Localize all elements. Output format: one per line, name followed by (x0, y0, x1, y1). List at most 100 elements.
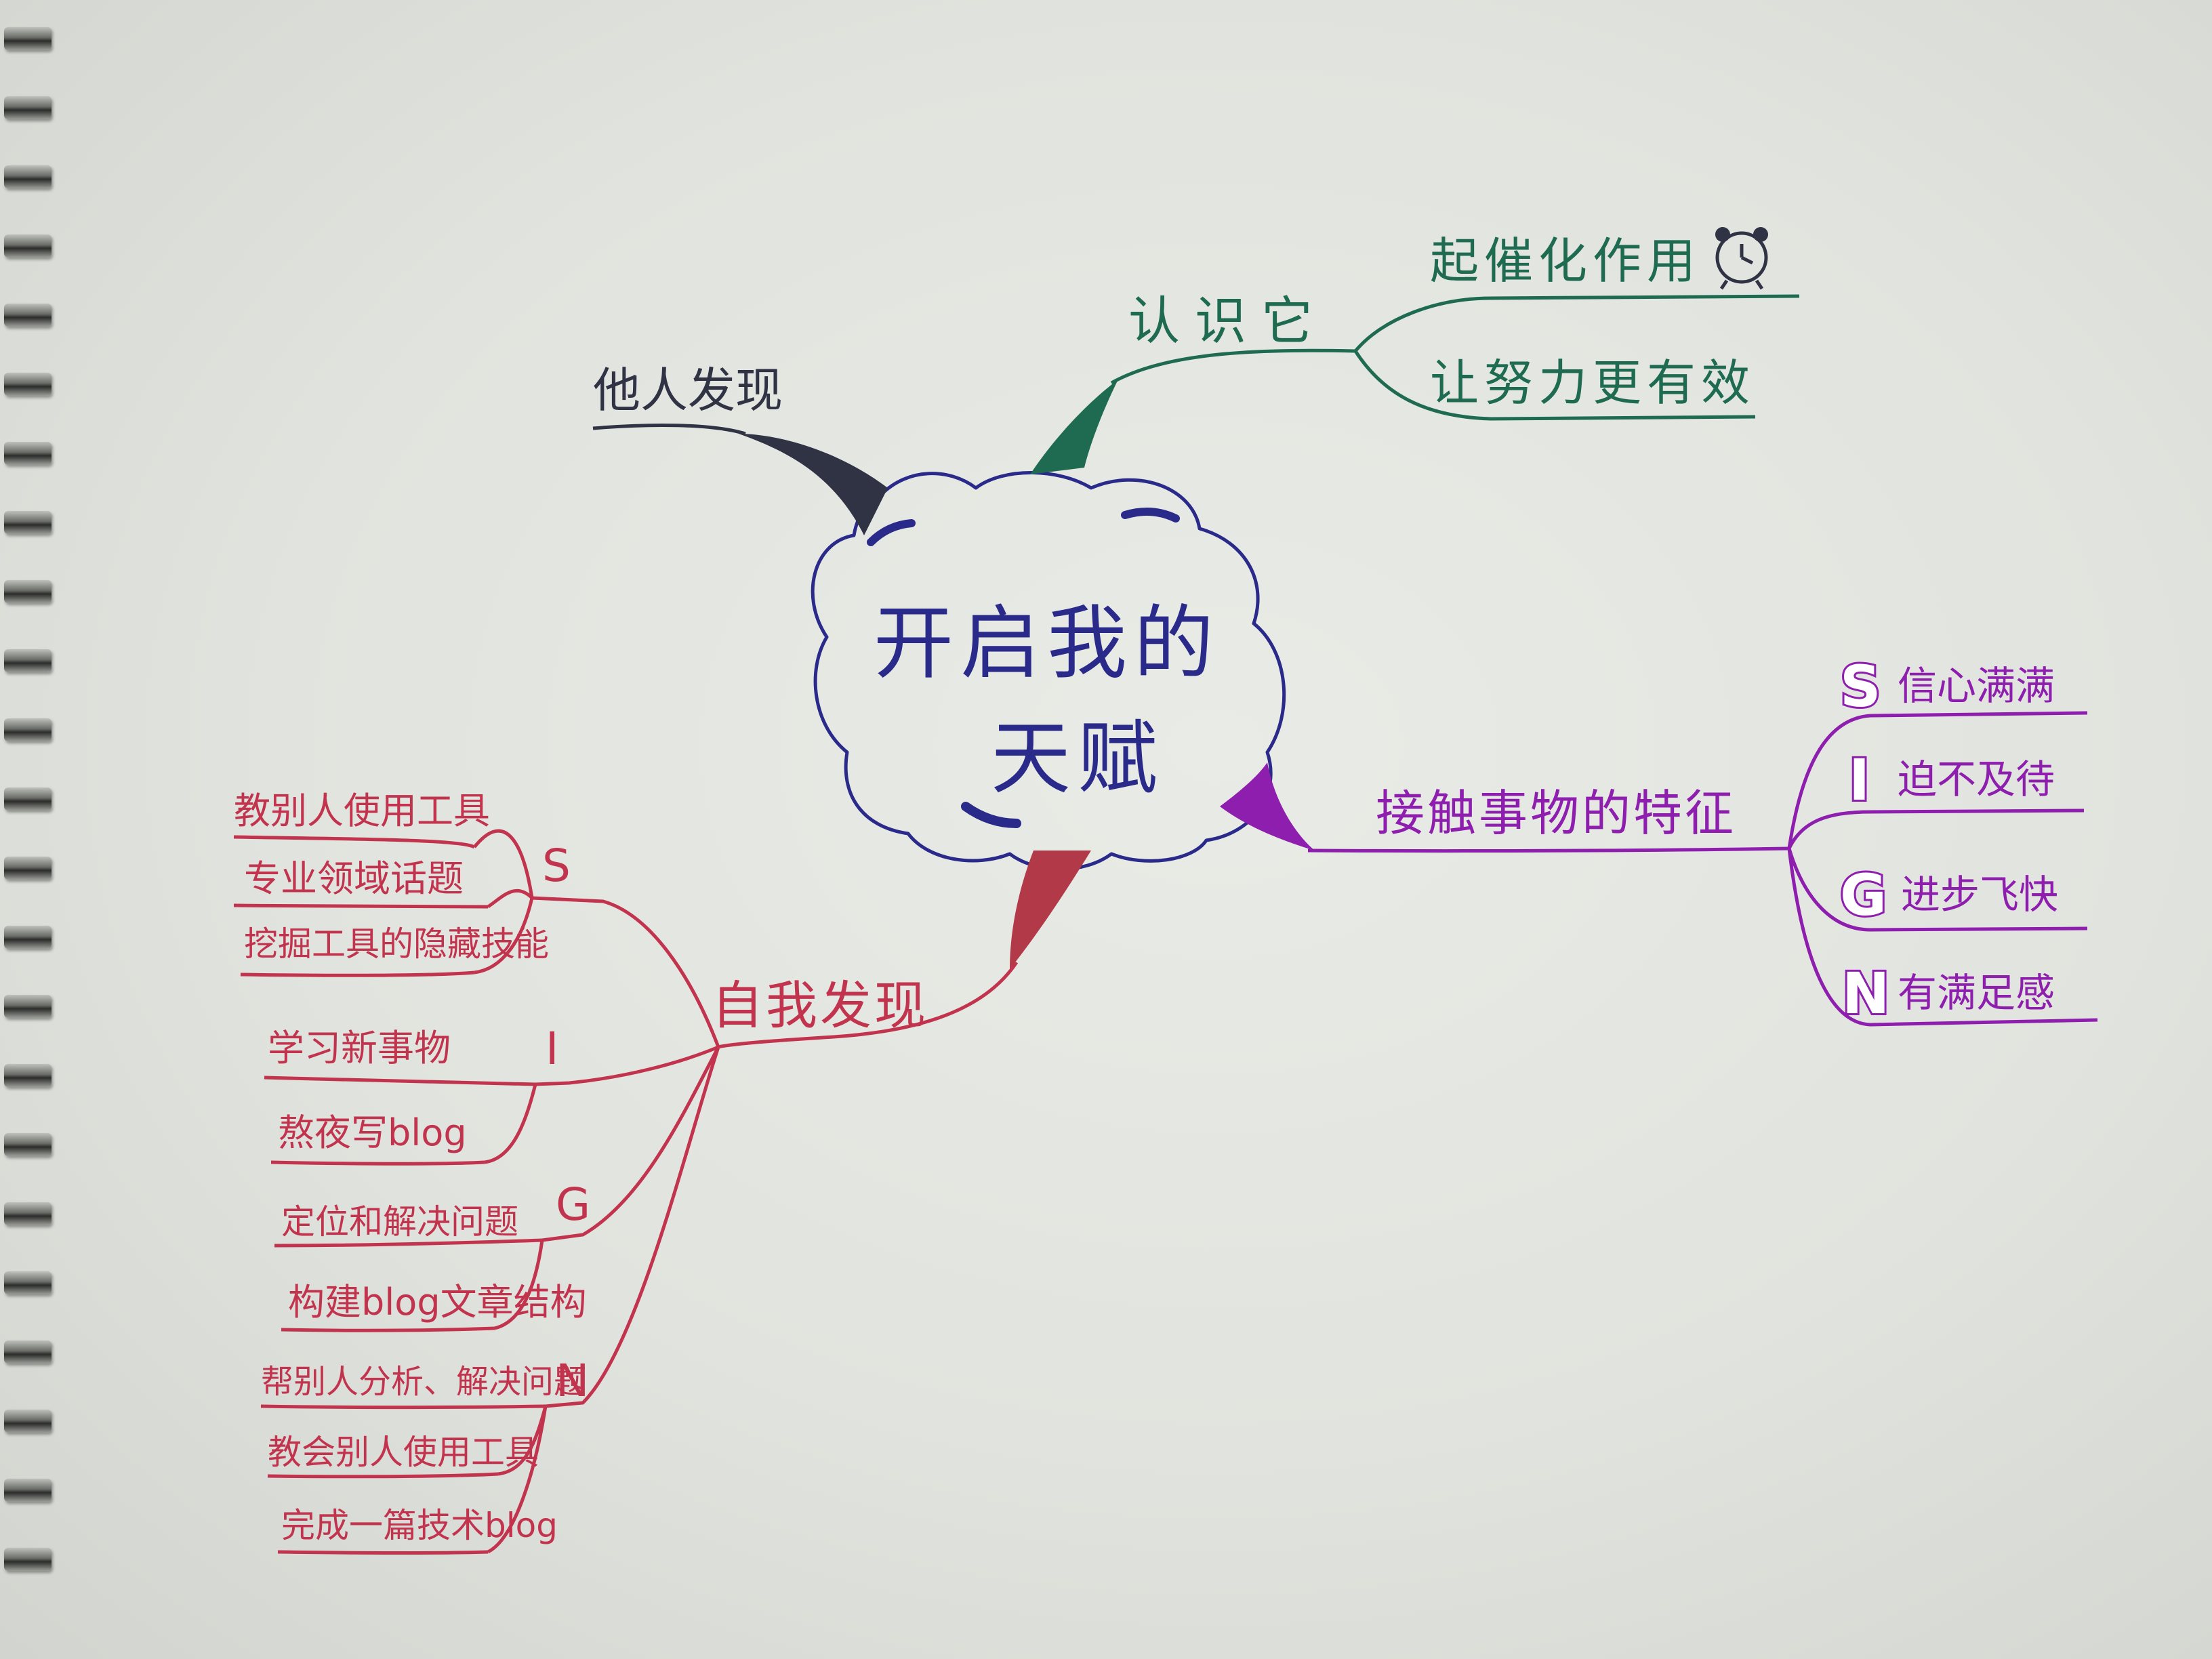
self-I-underline-2 (270, 1160, 485, 1166)
contact-fork-2 (1787, 808, 2085, 850)
self-S-bracket (473, 829, 534, 975)
self-S-underline-3 (240, 970, 475, 977)
contact-item-I: I 迫不及待 (1847, 745, 2055, 815)
self-G-item-1: 定位和解决问题 (281, 1202, 518, 1242)
spiral-coil (4, 1479, 52, 1502)
spiral-coil (4, 995, 52, 1018)
spiral-coil (4, 1271, 52, 1294)
center-node: 开启我的 天赋 (811, 471, 1286, 871)
self-G-underline-1 (274, 1238, 543, 1248)
center-cloud (811, 471, 1286, 871)
spiral-coil (4, 304, 52, 327)
contact-item-G: G 进步飞快 (1838, 860, 2058, 930)
branch-self-line (718, 961, 1019, 1049)
branch-recognize-label: 认识它 (1128, 291, 1328, 351)
self-I-item-2: 熬夜写blog (278, 1111, 467, 1154)
branch-contact-line (1307, 846, 1790, 853)
spiral-coil (4, 1340, 52, 1364)
spiral-coil (4, 27, 52, 50)
alarm-clock-icon (1715, 227, 1768, 290)
branch-contact-label: 接触事物的特征 (1376, 785, 1736, 842)
contact-item-S: S 信心满满 (1838, 651, 2055, 722)
self-N-underline-1 (260, 1404, 546, 1410)
spiral-binding (0, 0, 61, 1659)
branch-recognize-line (1110, 348, 1356, 385)
self-I-item-1: 学习新事物 (268, 1027, 451, 1069)
cloud-shade (867, 519, 916, 546)
self-group-S: S 教别人使用工具 专业领域话题 挖掘工具的隐藏技能 (233, 790, 571, 977)
branch-self-label: 自我发现 (712, 975, 928, 1036)
spiral-coil (4, 926, 52, 949)
branch-self-wedge (1010, 851, 1091, 969)
self-group-I: I 学习新事物 熬夜写blog (264, 1023, 558, 1166)
spiral-coil (4, 234, 52, 258)
contact-text-I: 迫不及待 (1898, 756, 2055, 802)
center-title-line2: 天赋 (991, 712, 1164, 805)
self-S-item-2: 专业领域话题 (244, 857, 464, 900)
spiral-coil (4, 96, 52, 119)
self-N-underline-3 (277, 1550, 489, 1555)
self-S-underline-1 (233, 835, 476, 849)
spiral-coil (4, 1548, 52, 1571)
recognize-child-2: 让努力更有效 (1430, 354, 1755, 411)
contact-letter-G: G (1840, 862, 1887, 928)
self-G-item-2: 构建blog文章结构 (288, 1281, 587, 1324)
branch-others-line (592, 424, 746, 436)
self-letter-G: G (556, 1179, 590, 1231)
self-G-underline-2 (281, 1326, 495, 1332)
cloud-shade (961, 802, 1021, 828)
contact-fork-3 (1787, 848, 2088, 932)
contact-text-G: 进步飞快 (1901, 872, 2058, 918)
contact-item-N: N 有满足感 (1840, 958, 2055, 1029)
spiral-coil (4, 1133, 52, 1156)
self-S-item-1: 教别人使用工具 (234, 790, 490, 832)
self-group-N: N 帮别人分析、解决问题 教会别人使用工具 完成一篇技术blog (260, 1355, 589, 1555)
branch-contact: 接触事物的特征 S 信心满满 I 迫不及待 G 进步飞快 N 有满足感 (1220, 651, 2098, 1029)
spiral-coil (4, 165, 52, 188)
spiral-coil (4, 442, 52, 465)
contact-letter-N: N (1842, 960, 1889, 1027)
cloud-shade (1121, 508, 1180, 523)
spiral-coil (4, 649, 52, 672)
contact-letter-I: I (1849, 747, 1870, 813)
self-I-bracket (484, 1084, 537, 1164)
branch-recognize: 认识它 起催化作用 让努力更有效 (1030, 227, 1800, 474)
spiral-coil (4, 1064, 52, 1087)
self-S-item-3: 挖掘工具的隐藏技能 (244, 924, 549, 964)
self-connector-N (545, 1046, 720, 1408)
branch-self: 自我发现 S 教别人使用工具 专业领域话题 挖掘工具的隐藏技能 I (233, 790, 1091, 1555)
branch-recognize-wedge (1030, 380, 1118, 474)
self-G-bracket (494, 1240, 544, 1330)
branch-others-label: 他人发现 (593, 363, 783, 418)
spiral-coil (4, 580, 52, 603)
contact-letter-S: S (1840, 653, 1881, 720)
self-connector-S (531, 896, 720, 1048)
branch-others: 他人发现 (592, 363, 888, 535)
self-group-G: G 定位和解决问题 构建blog文章结构 (274, 1179, 590, 1332)
spiral-coil (4, 1202, 52, 1225)
spiral-coil (4, 373, 52, 396)
self-N-bracket (487, 1406, 548, 1554)
contact-text-S: 信心满满 (1898, 663, 2055, 709)
branch-others-wedge (739, 434, 888, 535)
spiral-coil (4, 857, 52, 880)
recognize-fork-lower (1353, 350, 1756, 421)
recognize-child-1: 起催化作用 (1430, 232, 1701, 289)
self-S-underline-2 (233, 903, 489, 909)
self-I-underline-1 (264, 1076, 536, 1086)
spiral-coil (4, 1410, 52, 1433)
self-connector-I (535, 1045, 719, 1086)
spiral-coil (4, 718, 52, 741)
self-letter-I: I (546, 1023, 558, 1075)
self-connector-G (541, 1046, 720, 1242)
contact-text-N: 有满足感 (1898, 970, 2055, 1016)
self-N-underline-2 (267, 1472, 499, 1479)
spiral-coil (4, 511, 52, 534)
self-N-item-1: 帮别人分析、解决问题 (261, 1363, 586, 1401)
self-letter-N: N (556, 1355, 589, 1407)
spiral-coil (4, 787, 52, 811)
self-N-item-2: 教会别人使用工具 (268, 1433, 539, 1472)
contact-fork-1 (1787, 711, 2088, 849)
